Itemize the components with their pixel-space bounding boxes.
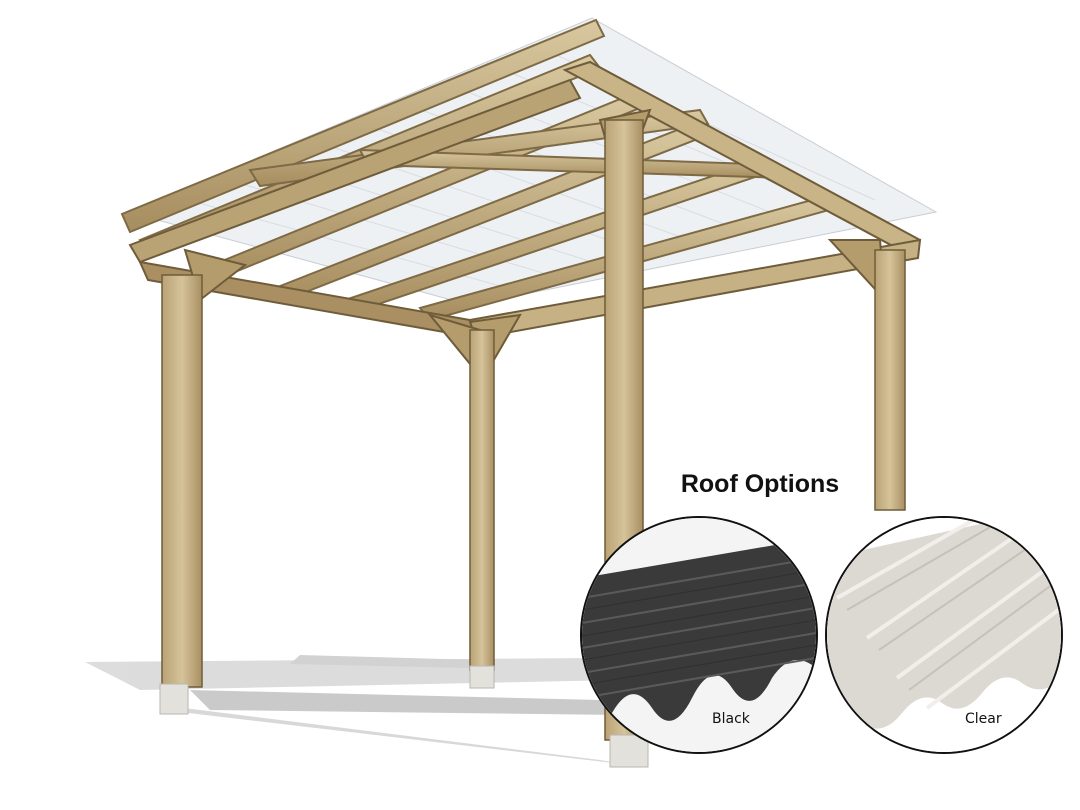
black-corrugated-sheet-image [582,518,816,752]
clear-corrugated-sheet-image [827,518,1061,752]
roof-option-black-label: Black [712,711,750,727]
roof-options-title: Roof Options [680,470,840,498]
roof-option-black-swatch[interactable]: Black [580,516,818,754]
roof-option-clear-swatch[interactable]: Clear [825,516,1063,754]
roof-option-clear-label: Clear [965,711,1002,727]
